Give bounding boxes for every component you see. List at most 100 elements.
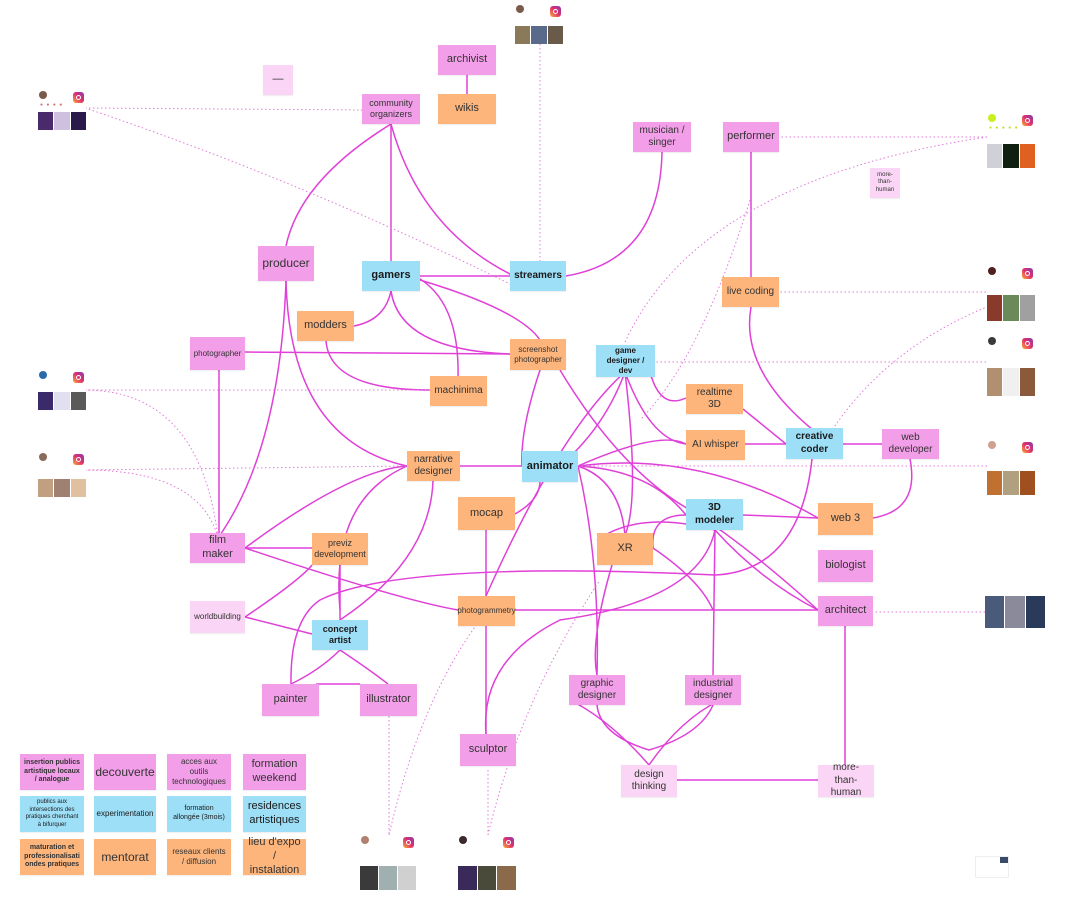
instagram-profile-card[interactable]: ● ● ● ● — [38, 90, 86, 130]
node-worldbuilding[interactable]: worldbuilding — [190, 601, 245, 633]
node-biologist[interactable]: biologist — [818, 550, 873, 582]
edge — [353, 290, 392, 327]
edge — [217, 280, 287, 539]
node-archivist[interactable]: archivist — [438, 45, 496, 75]
node-animator[interactable]: animator — [522, 451, 578, 482]
node-community-organizers[interactable]: community organizers — [362, 94, 420, 124]
legend-cell: maturation et professionalisati ondes pr… — [20, 839, 84, 875]
node-narrative-designer[interactable]: narrative designer — [407, 451, 460, 481]
node-film-maker[interactable]: film maker — [190, 533, 245, 563]
edge — [84, 107, 363, 111]
node-industrial-designer[interactable]: industrial designer — [685, 675, 741, 705]
instagram-profile-card[interactable] — [987, 336, 1035, 396]
photo-thumbnails — [38, 479, 86, 497]
node-concept-artist[interactable]: concept artist — [312, 620, 368, 650]
instagram-profile-card[interactable] — [38, 370, 86, 410]
edge — [244, 564, 313, 618]
node-more-than-human[interactable]: more-than-human — [818, 762, 874, 798]
node-graphic-designer[interactable]: graphic designer — [569, 675, 625, 705]
edge — [624, 371, 687, 445]
edge — [484, 529, 716, 735]
node-creative-coder[interactable]: creative coder — [786, 428, 843, 459]
avatar — [516, 5, 524, 13]
legend-cell: residences artistiques — [243, 796, 306, 832]
instagram-icon — [1022, 338, 1033, 349]
instagram-icon — [403, 837, 414, 848]
photo-thumbnails — [987, 471, 1035, 495]
node-performer[interactable]: performer — [723, 122, 779, 152]
instagram-icon — [1022, 268, 1033, 279]
edge — [285, 280, 408, 467]
instagram-icon — [73, 454, 84, 465]
edge — [577, 465, 599, 676]
edge — [624, 136, 988, 343]
node-painter[interactable]: painter — [262, 684, 319, 716]
node-previz-development[interactable]: previz development — [312, 533, 368, 565]
edge — [577, 439, 687, 467]
node-sculptor[interactable]: sculptor — [460, 734, 516, 766]
edge — [290, 458, 813, 685]
node-realtime-3d[interactable]: realtime 3D — [686, 384, 743, 414]
node-illustrator[interactable]: illustrator — [360, 684, 417, 716]
node-screenshot-photographer[interactable]: screenshot photographer — [510, 339, 566, 370]
node-game-designer-dev[interactable]: game designer / dev — [596, 345, 655, 377]
avatar — [39, 371, 47, 379]
node-photogrammetry[interactable]: photogrammetry — [457, 596, 516, 626]
edge — [339, 480, 434, 621]
instagram-post-photo[interactable] — [985, 596, 1045, 628]
node-design-thinking[interactable]: design thinking — [621, 765, 677, 797]
legend-cell: reseaux clients / diffusion — [167, 839, 231, 875]
photo-thumbnails — [1000, 857, 1008, 863]
legend-cell: decouverte — [94, 754, 156, 790]
node-mocap[interactable]: mocap — [458, 497, 515, 530]
legend-cell: publics aux intersections des pratiques … — [20, 796, 84, 832]
mini-document-thumbnail[interactable] — [975, 856, 1009, 878]
node-photographer[interactable]: photographer — [190, 337, 245, 370]
instagram-profile-card[interactable] — [987, 266, 1035, 321]
instagram-profile-card[interactable]: ● ● ● ● ● — [987, 113, 1035, 168]
avatar — [988, 267, 996, 275]
instagram-profile-card[interactable] — [38, 452, 86, 497]
legend-cell: experimentation — [94, 796, 156, 832]
edge — [388, 619, 481, 836]
edge — [872, 458, 913, 519]
instagram-profile-card[interactable] — [360, 835, 416, 890]
edge — [742, 514, 819, 519]
node-web-developer[interactable]: web developer — [882, 429, 939, 459]
legend-cell: formation weekend — [243, 754, 306, 790]
node-wikis[interactable]: wikis — [438, 94, 496, 124]
node-ai-whisper[interactable]: AI whisper — [686, 430, 745, 460]
edge — [639, 199, 751, 421]
legend-cell: formation allongée (3mois) — [167, 796, 231, 832]
edge — [649, 371, 687, 402]
node-more-than-human-small[interactable]: more-than-human — [870, 168, 900, 198]
legend-cell: insertion publics artistique locaux / an… — [20, 754, 84, 790]
node-live-coding[interactable]: live coding — [722, 277, 779, 307]
node-machinima[interactable]: machinima — [430, 376, 487, 406]
edge — [577, 465, 626, 536]
node-streamers[interactable]: streamers — [510, 261, 566, 291]
edge — [577, 462, 819, 519]
node-producer[interactable]: producer — [258, 246, 314, 281]
instagram-icon — [550, 6, 561, 17]
edge — [577, 465, 687, 516]
edge — [83, 469, 219, 539]
edge — [325, 340, 431, 391]
instagram-profile-card[interactable] — [987, 440, 1035, 495]
instagram-profile-card[interactable] — [458, 835, 517, 890]
edge — [594, 564, 613, 676]
avatar — [361, 836, 369, 844]
node-gamers[interactable]: gamers — [362, 261, 420, 291]
node-xr[interactable]: XR — [597, 533, 653, 565]
node-3d-modeler[interactable]: 3D modeler — [686, 499, 743, 530]
node-architect[interactable]: architect — [818, 596, 873, 626]
node-web-3[interactable]: web 3 — [818, 503, 873, 535]
node-modders[interactable]: modders — [297, 311, 354, 341]
instagram-profile-card[interactable] — [515, 4, 563, 44]
node-musician-singer[interactable]: musician / singer — [633, 122, 691, 152]
avatar — [988, 114, 996, 122]
legend-cell: lieu d'expo / instalation — [243, 836, 306, 876]
photo-thumbnails — [458, 866, 517, 890]
instagram-icon — [1022, 442, 1033, 453]
photo-thumbnails — [987, 295, 1035, 321]
